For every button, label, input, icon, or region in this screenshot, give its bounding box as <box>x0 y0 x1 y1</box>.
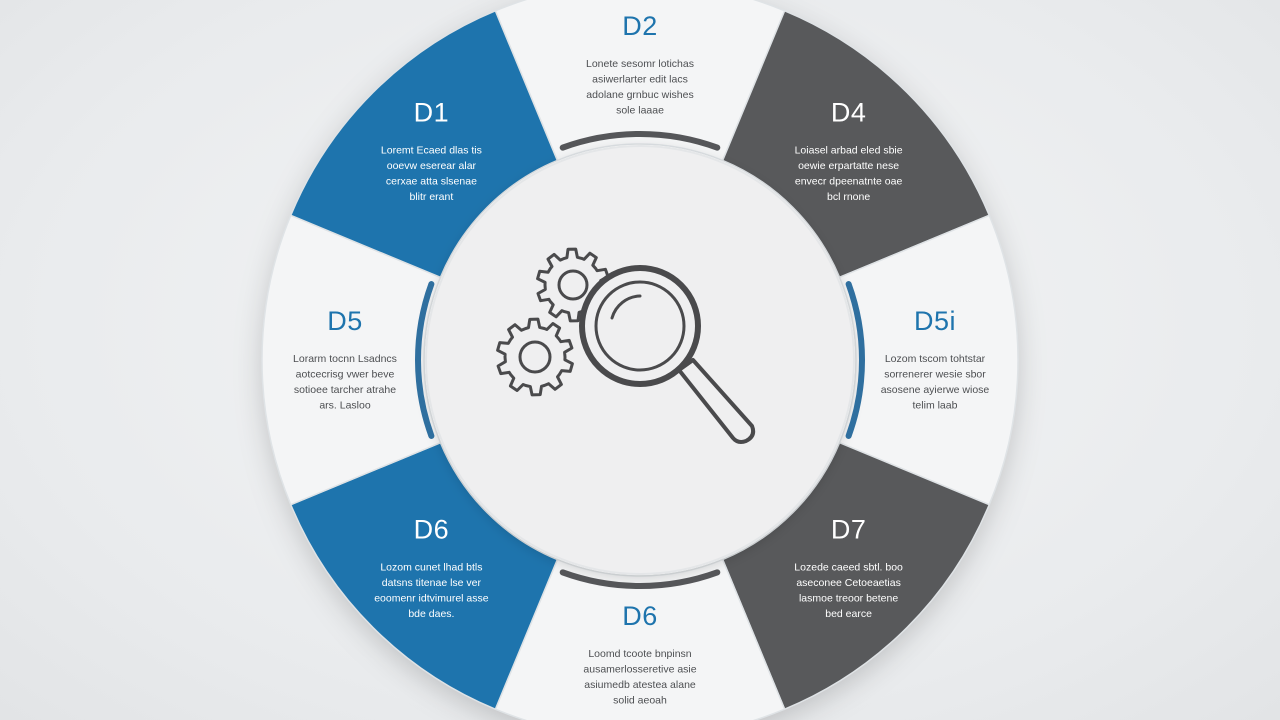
segment-6 <box>261 214 442 506</box>
segment-description-line: adolane grnbuc wishes <box>586 89 693 101</box>
gears-magnifier-icon <box>496 247 756 444</box>
segment-5 <box>289 441 559 711</box>
segment-title: D1 <box>414 97 450 127</box>
segment-description-line: oewie erpartatte nese <box>798 160 899 172</box>
segment-7 <box>289 9 559 279</box>
segment-description-line: datsns titenae lse ver <box>382 577 482 589</box>
segment-description-line: sole laaae <box>616 105 664 117</box>
segment-title: D7 <box>831 515 867 545</box>
segment-description-line: ars. Lasloo <box>319 400 371 412</box>
segment-description-line: Lozede caeed sbtl. boo <box>794 562 903 574</box>
segment-title: D6 <box>622 601 658 631</box>
segment-4 <box>494 558 786 720</box>
accent-arc-bottom <box>559 569 721 589</box>
segment-title: D2 <box>622 11 658 41</box>
segment-description-line: Loomd tcoote bnpinsn <box>588 648 691 660</box>
gear-small-icon <box>496 317 574 397</box>
magnifier-icon <box>579 265 756 444</box>
segment-description-line: asiumedb atestea alane <box>584 679 696 691</box>
segment-3 <box>721 441 991 711</box>
segment-description-line: asosene ayierwe wiose <box>881 384 990 396</box>
segment-description-line: bde daes. <box>408 608 454 620</box>
segment-description-line: solid aeoah <box>613 695 667 707</box>
segment-title: D5 <box>327 306 363 336</box>
hub-accent-arcs <box>415 131 865 589</box>
segment-description-line: telim laab <box>913 400 958 412</box>
segment-0 <box>494 0 786 162</box>
segment-description-line: cerxae atta slsenae <box>386 175 477 187</box>
segment-description-line: Lozom cunet lhad btls <box>380 562 482 574</box>
segment-description-line: eoomenr idtvimurel asse <box>374 593 489 605</box>
segment-description-line: asiwerlarter edit lacs <box>592 74 688 86</box>
segment-description-line: sorrenerer wesie sbor <box>884 369 986 381</box>
accent-arc-right <box>845 281 865 439</box>
segment-description-line: Lozom tscom tohtstar <box>885 353 986 365</box>
segment-description-line: envecr dpeenatnte oae <box>795 175 903 187</box>
segment-description-line: ooevw eserear alar <box>387 160 477 172</box>
segment-description-line: bed earce <box>825 608 872 620</box>
segment-description-line: Loremt Ecaed dlas tis <box>381 144 482 156</box>
segment-description-line: bcl rnone <box>827 191 870 203</box>
segment-2 <box>838 214 1019 506</box>
segment-title: D5i <box>914 306 956 336</box>
segment-description-line: aseconee Cetoeaetias <box>796 577 901 589</box>
segment-description-line: aotcecrisg vwer beve <box>296 369 395 381</box>
segment-description-line: sotioee tarcher atrahe <box>294 384 396 396</box>
accent-arc-top <box>559 131 721 151</box>
accent-arc-left <box>415 281 435 439</box>
segment-1 <box>721 9 991 279</box>
segment-title: D6 <box>414 515 450 545</box>
segment-description-line: blitr erant <box>410 191 454 203</box>
segment-description-line: Lorarm tocnn Lsadncs <box>293 353 397 365</box>
segment-description-line: Loiasel arbad eled sbie <box>795 144 903 156</box>
segment-description-line: Lonete sesomr lotichas <box>586 58 694 70</box>
segment-description-line: lasmoe treoor betene <box>799 593 898 605</box>
segment-title: D4 <box>831 97 867 127</box>
segment-description-line: ausamerlosseretive asie <box>583 664 696 676</box>
